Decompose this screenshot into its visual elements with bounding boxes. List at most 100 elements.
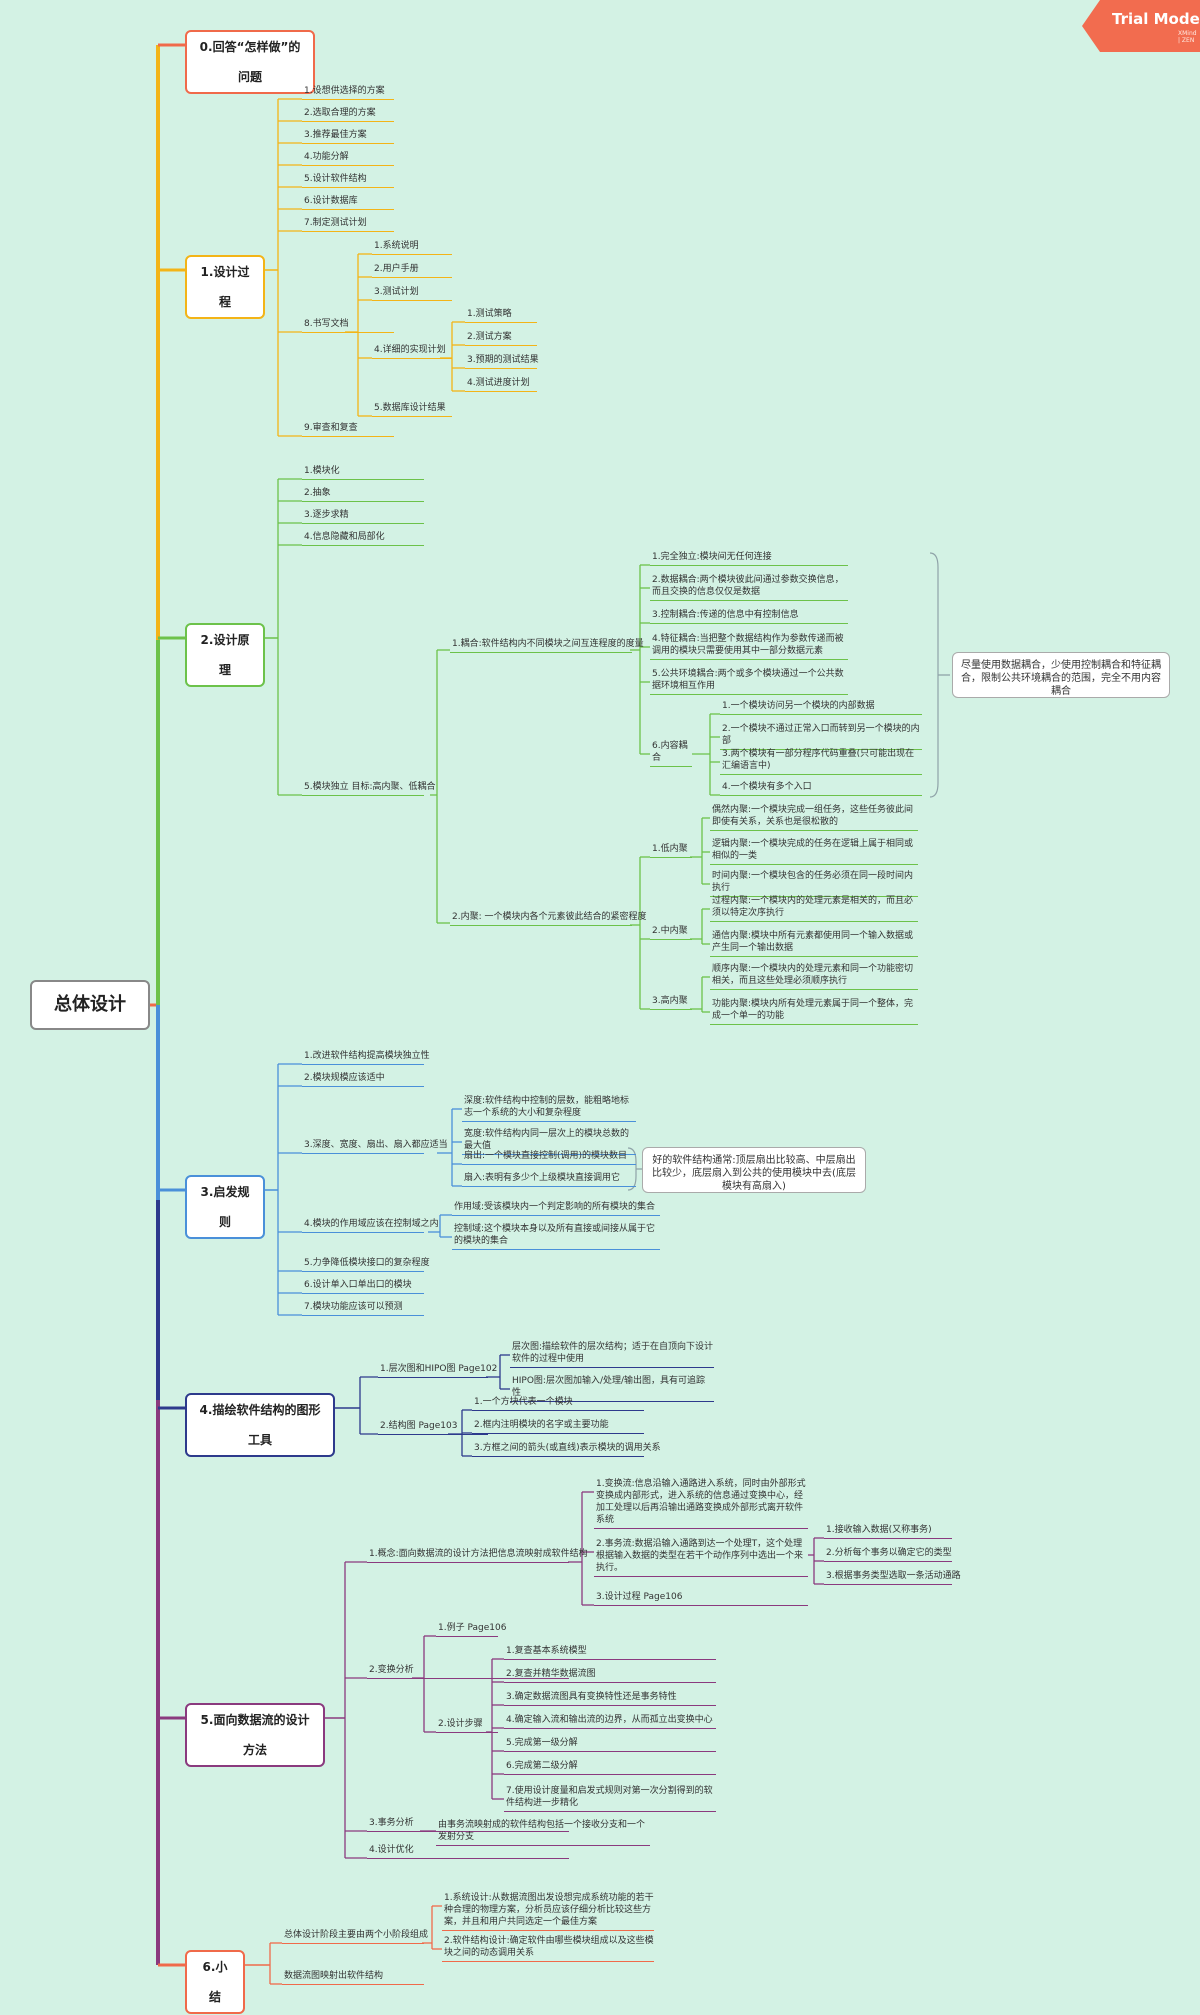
document-item[interactable]: 3.测试计划	[372, 286, 452, 301]
content-coupling-item[interactable]: 4.一个模块有多个入口	[720, 781, 922, 796]
cohesion-level[interactable]: 3.高内聚	[650, 995, 692, 1010]
depth-width-item[interactable]: 扇入:表明有多少个上级模块直接调用它	[462, 1172, 636, 1187]
depth-width-item[interactable]: 深度:软件结构中控制的层数，能粗略地标志一个系统的大小和复杂程度	[462, 1095, 636, 1122]
transaction-step-item[interactable]: 1.接收输入数据(又称事务)	[824, 1524, 952, 1539]
transform-analysis-item[interactable]: 2.设计步骤	[436, 1718, 498, 1733]
flow-concept-item[interactable]: 1.变换流:信息沿输入通路进入系统，同时由外部形式变换成内部形式，进入系统的信息…	[594, 1478, 808, 1529]
design-principle-item[interactable]: 1.模块化	[302, 465, 424, 480]
structure-chart-item[interactable]: 1.一个方块代表一个模块	[472, 1396, 644, 1411]
cohesion-level[interactable]: 2.中内聚	[650, 925, 692, 940]
heuristic-rule-item[interactable]: 3.深度、宽度、扇出、扇入都应适当	[302, 1139, 448, 1154]
design-process-item[interactable]: 5.设计软件结构	[302, 173, 394, 188]
summary-item[interactable]: 数据流图映射出软件结构	[282, 1970, 424, 1985]
hipo-item[interactable]: HIPO图:层次图加输入/处理/输出图，具有可追踪性	[510, 1375, 714, 1402]
dataflow-method-item[interactable]: 1.概念:面向数据流的设计方法把信息流映射成软件结构	[367, 1548, 588, 1563]
flow-concept-item[interactable]: 2.事务流:数据沿输入通路到达一个处理T，这个处理根据输入数据的类型在若干个动作…	[594, 1538, 808, 1577]
fan-structure-note[interactable]: 好的软件结构通常:顶层扇出比较高、中层扇出比较少，底层扇入到公共的使用模块中去(…	[642, 1147, 866, 1193]
scope-item[interactable]: 作用域:受该模块内一个判定影响的所有模块的集合	[452, 1201, 660, 1216]
coupling-node[interactable]: 1.耦合:软件结构内不同模块之间互连程度的度量	[450, 638, 644, 653]
dataflow-method-item[interactable]: 3.事务分析	[367, 1817, 569, 1832]
design-step-item[interactable]: 3.确定数据流图具有变换特性还是事务特性	[504, 1691, 716, 1706]
coupling-type-item[interactable]: 1.完全独立:模块间无任何连接	[650, 551, 848, 566]
summary-bracket	[929, 552, 939, 798]
design-step-item[interactable]: 7.使用设计度量和启发式规则对第一次分割得到的软件结构进一步精化	[504, 1785, 716, 1812]
heuristic-rule-item[interactable]: 1.改进软件结构提高模块独立性	[302, 1050, 430, 1065]
coupling-type-item[interactable]: 2.数据耦合:两个模块彼此间通过参数交换信息，而且交换的信息仅仅是数据	[650, 574, 848, 601]
coupling-type-item[interactable]: 5.公共环境耦合:两个或多个模块通过一个公共数据环境相互作用	[650, 668, 848, 695]
section-5-topic[interactable]: 5.面向数据流的设计方法	[185, 1703, 325, 1767]
design-principle-item[interactable]: 3.逐步求精	[302, 509, 424, 524]
coupling-type-item[interactable]: 3.控制耦合:传递的信息中有控制信息	[650, 609, 848, 624]
document-item[interactable]: 4.详细的实现计划	[372, 344, 452, 359]
cohesion-node[interactable]: 2.内聚: 一个模块内各个元素彼此结合的紧密程度	[450, 911, 646, 926]
design-process-item[interactable]: 4.功能分解	[302, 151, 394, 166]
high-cohesion-item[interactable]: 顺序内聚:一个模块内的处理元素和同一个功能密切相关，而且这些处理必须顺序执行	[710, 963, 918, 990]
root-topic[interactable]: 总体设计	[30, 980, 150, 1030]
design-principle-item[interactable]: 4.信息隐藏和局部化	[302, 531, 424, 546]
design-step-item[interactable]: 1.复查基本系统模型	[504, 1645, 716, 1660]
design-step-item[interactable]: 4.确定输入流和输出流的边界，从而孤立出变换中心	[504, 1714, 716, 1729]
mid-cohesion-item[interactable]: 通信内聚:模块中所有元素都使用同一个输入数据或产生同一个输出数据	[710, 930, 918, 957]
content-coupling-item[interactable]: 2.一个模块不通过正常入口而转到另一个模块的内部	[720, 723, 922, 750]
graphic-tool-item[interactable]: 1.层次图和HIPO图 Page102	[378, 1363, 497, 1378]
depth-width-item[interactable]: 宽度:软件结构内同一层次上的模块总数的最大值	[462, 1128, 636, 1155]
design-step-item[interactable]: 2.复查并精华数据流图	[504, 1668, 716, 1683]
dataflow-method-item[interactable]: 2.变换分析	[367, 1664, 569, 1679]
impl-plan-item[interactable]: 2.测试方案	[465, 331, 537, 346]
summary-item[interactable]: 总体设计阶段主要由两个小阶段组成	[282, 1929, 428, 1944]
document-item[interactable]: 5.数据库设计结果	[372, 402, 452, 417]
transaction-analysis-note[interactable]: 由事务流映射成的软件结构包括一个接收分支和一个发射分支	[436, 1819, 650, 1846]
content-coupling-item[interactable]: 3.两个模块有一部分程序代码重叠(只可能出现在汇编语言中)	[720, 748, 922, 775]
coupling-type-item[interactable]: 4.特征耦合:当把整个数据结构作为参数传递而被调用的模块只需要使用其中一部分数据…	[650, 633, 848, 660]
section-4-topic[interactable]: 4.描绘软件结构的图形工具	[185, 1393, 335, 1457]
impl-plan-item[interactable]: 1.测试策略	[465, 308, 537, 323]
design-process-item[interactable]: 9.审查和复查	[302, 422, 394, 437]
design-principle-item[interactable]: 5.模块独立 目标:高内聚、低耦合	[302, 781, 435, 796]
cohesion-level[interactable]: 1.低内聚	[650, 843, 692, 858]
low-cohesion-item[interactable]: 偶然内聚:一个模块完成一组任务，这些任务彼此间即使有关系，关系也是很松散的	[710, 804, 918, 831]
scope-item[interactable]: 控制域:这个模块本身以及所有直接或间接从属于它的模块的集合	[452, 1223, 660, 1250]
coupling-summary-note[interactable]: 尽量使用数据耦合，少使用控制耦合和特征耦合，限制公共环境耦合的范围，完全不用内容…	[952, 652, 1170, 698]
low-cohesion-item[interactable]: 时间内聚:一个模块包含的任务必须在同一段时间内执行	[710, 870, 918, 897]
depth-width-item[interactable]: 扇出:一个模块直接控制(调用)的模块数目	[462, 1150, 636, 1165]
structure-chart-item[interactable]: 2.框内注明模块的名字或主要功能	[472, 1419, 644, 1434]
section-6-topic[interactable]: 6.小结	[185, 1950, 245, 2014]
transaction-step-item[interactable]: 3.根据事务类型选取一条活动通路	[824, 1570, 961, 1585]
heuristic-rule-item[interactable]: 6.设计单入口单出口的模块	[302, 1279, 424, 1294]
impl-plan-item[interactable]: 3.预期的测试结果	[465, 354, 539, 369]
design-process-item[interactable]: 3.推荐最佳方案	[302, 129, 394, 144]
high-cohesion-item[interactable]: 功能内聚:模块内所有处理元素属于同一个整体，完成一个单一的功能	[710, 998, 918, 1025]
dataflow-method-item[interactable]: 4.设计优化	[367, 1844, 569, 1859]
transform-analysis-item[interactable]: 1.例子 Page106	[436, 1622, 506, 1637]
design-process-item[interactable]: 6.设计数据库	[302, 195, 394, 210]
document-item[interactable]: 2.用户手册	[372, 263, 452, 278]
design-process-item[interactable]: 8.书写文档	[302, 318, 394, 333]
design-principle-item[interactable]: 2.抽象	[302, 487, 424, 502]
flow-concept-item[interactable]: 3.设计过程 Page106	[594, 1591, 808, 1606]
heuristic-rule-item[interactable]: 5.力争降低模块接口的复杂程度	[302, 1257, 430, 1272]
section-1-topic[interactable]: 1.设计过程	[185, 255, 265, 319]
mid-cohesion-item[interactable]: 过程内聚:一个模块内的处理元素是相关的，而且必须以特定次序执行	[710, 895, 918, 922]
section-0-topic[interactable]: 0.回答“怎样做”的问题	[185, 30, 315, 94]
document-item[interactable]: 1.系统说明	[372, 240, 452, 255]
heuristic-rule-item[interactable]: 2.模块规模应该适中	[302, 1072, 424, 1087]
section-2-topic[interactable]: 2.设计原理	[185, 623, 265, 687]
summary-phase-item[interactable]: 1.系统设计:从数据流图出发设想完成系统功能的若干种合理的物理方案，分析员应该仔…	[442, 1892, 654, 1931]
impl-plan-item[interactable]: 4.测试进度计划	[465, 377, 537, 392]
hipo-item[interactable]: 层次图:描绘软件的层次结构；适于在自顶向下设计软件的过程中使用	[510, 1341, 714, 1368]
low-cohesion-item[interactable]: 逻辑内聚:一个模块完成的任务在逻辑上属于相同或相似的一类	[710, 838, 918, 865]
design-step-item[interactable]: 5.完成第一级分解	[504, 1737, 716, 1752]
design-step-item[interactable]: 6.完成第二级分解	[504, 1760, 716, 1775]
design-process-item[interactable]: 7.制定测试计划	[302, 217, 394, 232]
coupling-type-item[interactable]: 6.内容耦合	[650, 740, 692, 767]
design-process-item[interactable]: 1.设想供选择的方案	[302, 85, 394, 100]
structure-chart-item[interactable]: 3.方框之间的箭头(或直线)表示模块的调用关系	[472, 1442, 661, 1457]
graphic-tool-item[interactable]: 2.结构图 Page103	[378, 1420, 488, 1435]
section-3-topic[interactable]: 3.启发规则	[185, 1175, 265, 1239]
content-coupling-item[interactable]: 1.一个模块访问另一个模块的内部数据	[720, 700, 922, 715]
heuristic-rule-item[interactable]: 7.模块功能应该可以预测	[302, 1301, 424, 1316]
transaction-step-item[interactable]: 2.分析每个事务以确定它的类型	[824, 1547, 952, 1562]
summary-phase-item[interactable]: 2.软件结构设计:确定软件由哪些模块组成以及这些模块之间的动态调用关系	[442, 1935, 654, 1962]
design-process-item[interactable]: 2.选取合理的方案	[302, 107, 394, 122]
heuristic-rule-item[interactable]: 4.模块的作用域应该在控制域之内	[302, 1218, 439, 1233]
